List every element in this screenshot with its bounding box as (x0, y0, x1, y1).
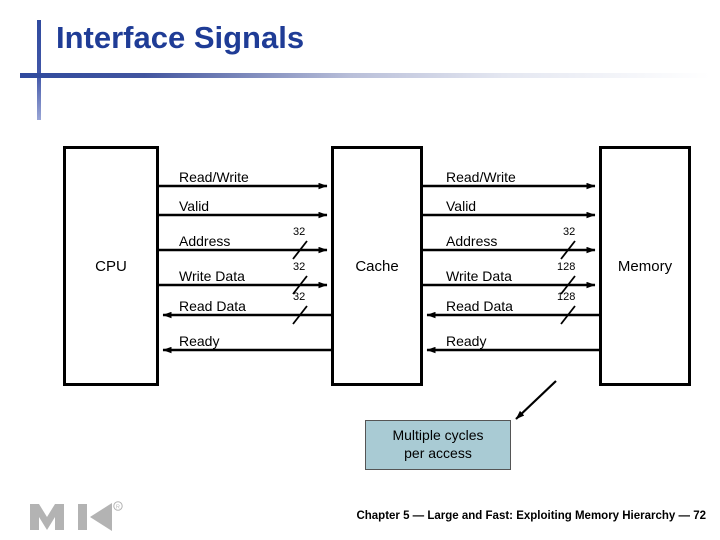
right-signal-label-write-data: Write Data (446, 268, 512, 284)
right-signal-label-valid: Valid (446, 198, 477, 214)
left-signal-label-address: Address (179, 233, 231, 249)
unit-box-memory: Memory (599, 146, 691, 386)
right-signal-label-read-write: Read/Write (446, 169, 516, 185)
callout-line-2: per access (404, 445, 472, 461)
unit-box-cpu: CPU (63, 146, 159, 386)
width-slash-right-read-data (560, 305, 576, 325)
footer-chapter-label: Chapter 5 — Large and Fast: Exploiting M… (356, 510, 706, 522)
right-width-label-read-data: 128 (557, 291, 576, 303)
unit-label-cache: Cache (355, 257, 399, 275)
left-signal-label-read-write: Read/Write (179, 169, 249, 185)
callout-pointer-arrow (515, 380, 557, 420)
width-slash-left-address (292, 240, 308, 260)
right-width-label-write-data: 128 (557, 261, 576, 273)
width-slash-left-read-data (292, 305, 308, 325)
callout-multiple-cycles: Multiple cycles per access (365, 420, 511, 470)
right-signal-label-ready: Ready (446, 333, 487, 349)
left-width-label-write-data: 32 (293, 261, 306, 273)
left-signal-label-read-data: Read Data (179, 298, 246, 314)
morgan-kaufmann-logo-icon: R (30, 501, 123, 531)
right-width-label-address: 32 (563, 226, 576, 238)
right-signal-label-read-data: Read Data (446, 298, 513, 314)
width-slash-left-write-data (292, 275, 308, 295)
width-slash-right-write-data (560, 275, 576, 295)
callout-line-1: Multiple cycles (392, 427, 484, 444)
left-signal-label-write-data: Write Data (179, 268, 245, 284)
title-horizontal-rule (20, 73, 710, 78)
unit-box-cache: Cache (331, 146, 423, 386)
unit-label-cpu: CPU (95, 257, 127, 275)
left-signal-label-ready: Ready (179, 333, 220, 349)
right-signal-label-address: Address (446, 233, 498, 249)
page-title: Interface Signals (56, 20, 305, 55)
width-slash-right-address (560, 240, 576, 260)
left-width-label-address: 32 (293, 226, 306, 238)
left-signal-label-valid: Valid (179, 198, 210, 214)
svg-text:R: R (116, 504, 120, 510)
left-width-label-read-data: 32 (293, 291, 306, 303)
unit-label-memory: Memory (617, 257, 673, 275)
title-vertical-rule (37, 20, 41, 120)
